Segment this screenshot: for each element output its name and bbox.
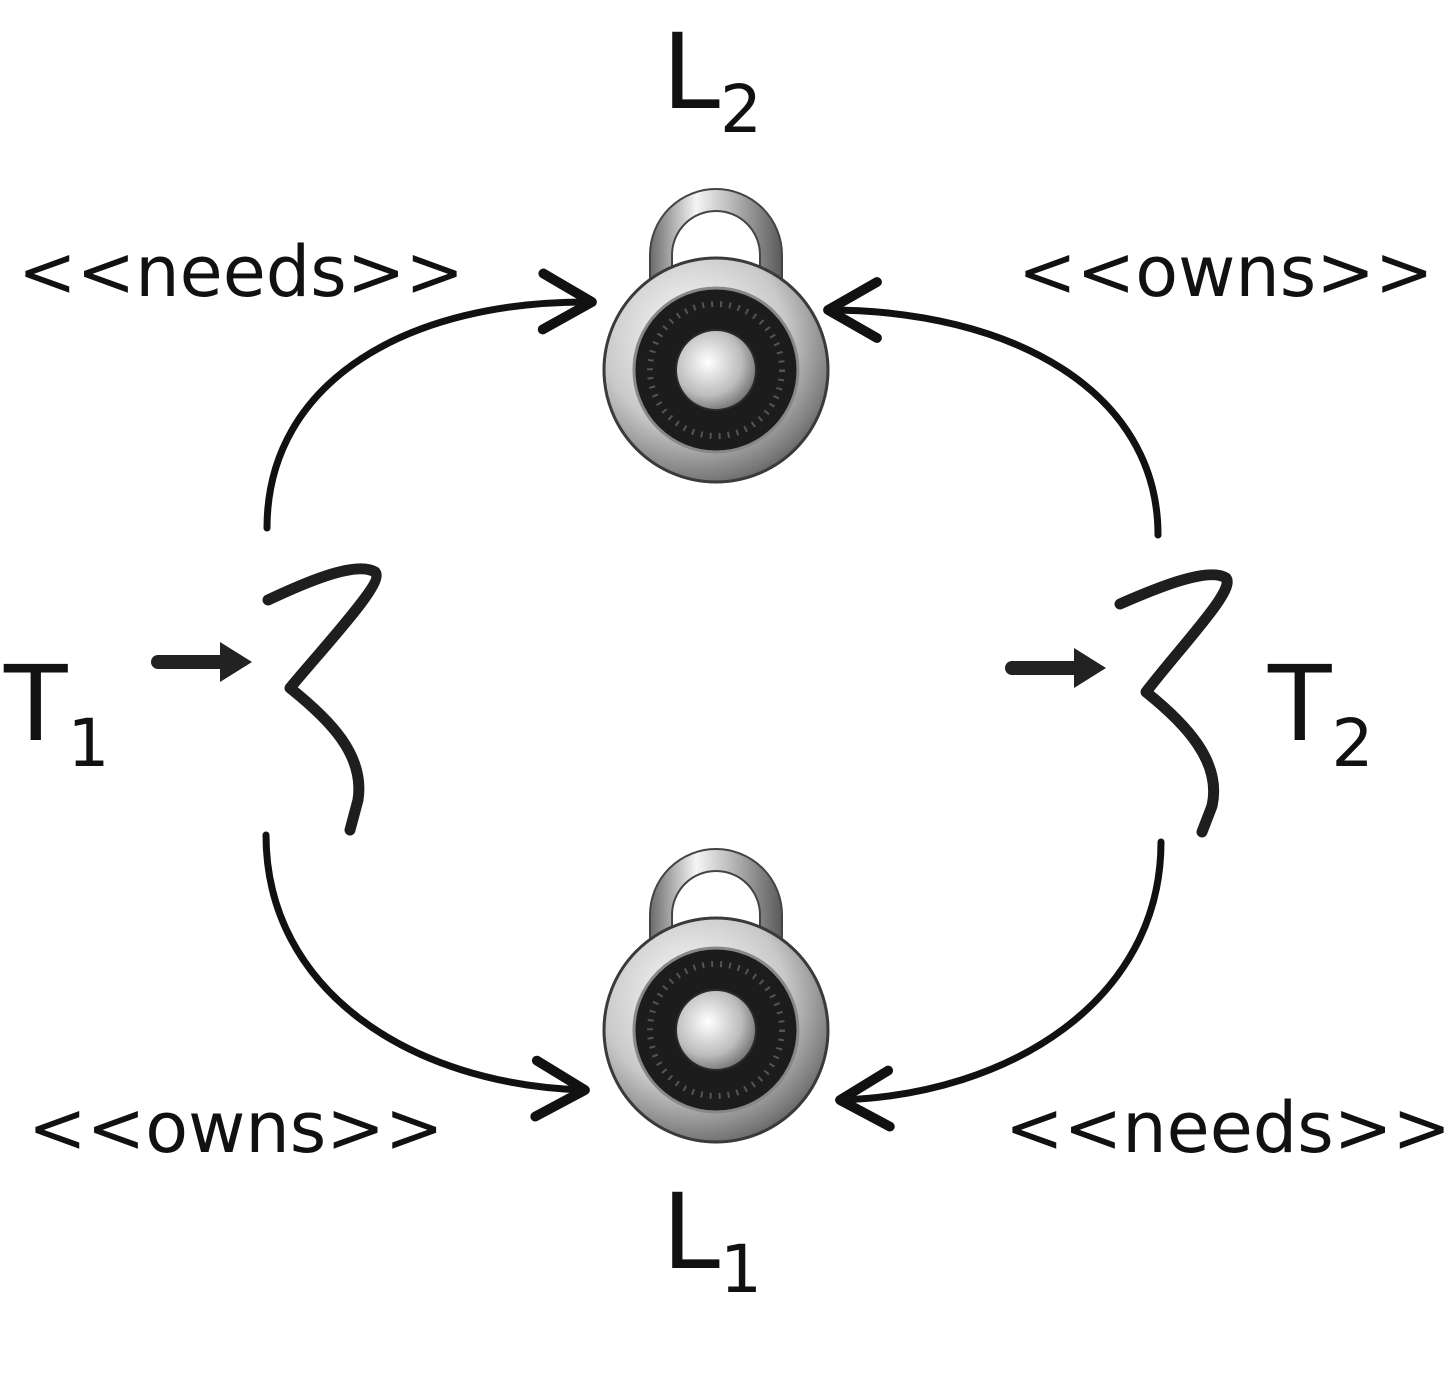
arrow-t2-owns-l2	[823, 277, 1162, 539]
padlock-icon	[602, 188, 830, 484]
thread-t2	[1005, 569, 1233, 838]
lock-l1-label: L1	[662, 1171, 762, 1308]
thread-t2-label: T2	[1267, 643, 1374, 782]
relation-label-t2-l1: <<needs>>	[1005, 1087, 1446, 1169]
thread-icon	[1005, 569, 1233, 838]
arrow-t2-needs-l1	[835, 838, 1165, 1132]
relation-label-t1-l2: <<needs>>	[18, 231, 464, 313]
lock-l2	[602, 188, 830, 484]
thread-icon	[151, 563, 382, 836]
arrow-t1-owns-l1	[262, 831, 590, 1122]
arrow-t1-needs-l2	[263, 268, 597, 532]
relation-label-t1-l1: <<owns>>	[28, 1087, 444, 1169]
lock-l1	[602, 848, 830, 1144]
relation-label-t2-l2: <<owns>>	[1018, 231, 1434, 313]
thread-t1	[151, 563, 382, 836]
thread-t1-label: T1	[3, 643, 110, 782]
padlock-icon	[602, 848, 830, 1144]
lock-l2-label: L2	[662, 11, 762, 148]
